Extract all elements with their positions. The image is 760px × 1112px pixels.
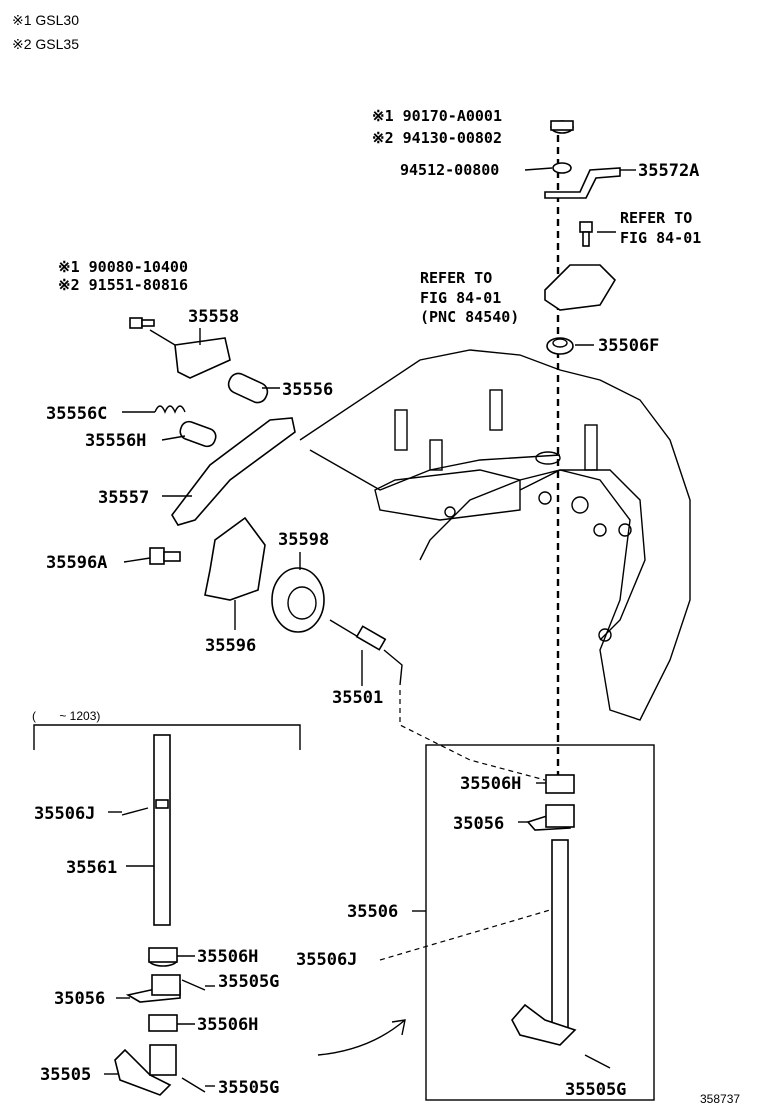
bush-35506H-left-a — [148, 947, 178, 967]
bush-35506H-left-b — [148, 1014, 178, 1032]
spring-35556C — [154, 405, 186, 414]
transmission-housing — [299, 349, 691, 721]
label-35056-right: 35056 — [453, 814, 504, 834]
bush-35506H-right — [545, 774, 575, 794]
seal-35506F — [546, 337, 574, 355]
sensor-35501 — [329, 619, 403, 686]
label-35506F: 35506F — [598, 336, 659, 356]
assembly-box — [425, 744, 655, 1101]
bolt-35596A — [149, 547, 181, 565]
label-35056-left: 35056 — [54, 989, 105, 1009]
washer-part — [552, 162, 572, 174]
cam-35598 — [271, 567, 325, 633]
label-35506J-right: 35506J — [296, 950, 357, 970]
shaft-35561 — [153, 734, 171, 926]
pin-35505G-left-a — [181, 979, 206, 991]
lever-35056-left — [125, 974, 181, 1003]
pin-35505G-left-b — [181, 1077, 206, 1093]
range-note: ( ~ 1203) — [32, 709, 100, 723]
label-bolt-2: ※2 91551-80816 — [58, 276, 188, 294]
lever-35572A — [544, 167, 621, 199]
label-nut-1: ※1 90170-A0001 — [372, 107, 502, 125]
neutral-switch — [544, 264, 617, 311]
label-35505: 35505 — [40, 1065, 91, 1085]
label-35506: 35506 — [347, 902, 398, 922]
figure-id: 358737 — [700, 1092, 740, 1106]
note-gsl30: ※1 GSL30 — [12, 12, 79, 28]
label-35506H-left-a: 35506H — [197, 947, 258, 967]
label-35557: 35557 — [98, 488, 149, 508]
leader-lines — [104, 167, 636, 1087]
pin-35506J-left — [121, 807, 149, 816]
label-35556C: 35556C — [46, 404, 107, 424]
label-refer1-b: FIG 84-01 — [620, 229, 701, 247]
label-35506H-left-b: 35506H — [197, 1015, 258, 1035]
label-35561: 35561 — [66, 858, 117, 878]
pin-35505G-right — [584, 1054, 611, 1069]
label-35506H-right: 35506H — [460, 774, 521, 794]
range-bracket — [33, 724, 301, 750]
shaft-35506 — [511, 839, 577, 1046]
leader-35506J — [379, 909, 551, 961]
bolt-90080 — [129, 317, 155, 329]
label-35598: 35598 — [278, 530, 329, 550]
lever-35505-left — [114, 1044, 177, 1096]
label-35596A: 35596A — [46, 553, 107, 573]
leader-35501 — [399, 690, 546, 781]
label-35596: 35596 — [205, 636, 256, 656]
note-gsl35: ※2 GSL35 — [12, 36, 79, 52]
label-35556: 35556 — [282, 380, 333, 400]
bolt-part — [579, 221, 593, 247]
nut-part — [550, 120, 574, 134]
label-refer2-b: FIG 84-01 — [420, 289, 501, 307]
label-35501: 35501 — [332, 688, 383, 708]
label-35505G-left-a: 35505G — [218, 972, 279, 992]
label-refer2-c: (PNC 84540) — [420, 308, 519, 326]
label-35572A: 35572A — [638, 161, 699, 181]
arrow — [317, 1019, 406, 1056]
label-washer: 94512-00800 — [400, 161, 499, 179]
label-35505G-left-b: 35505G — [218, 1078, 279, 1098]
label-35558: 35558 — [188, 307, 239, 327]
label-35505G-right: 35505G — [565, 1080, 626, 1100]
lever-35557 — [171, 417, 296, 526]
plate-35558 — [174, 337, 231, 379]
label-bolt-1: ※1 90080-10400 — [58, 258, 188, 276]
lever-35056-right — [526, 804, 575, 831]
label-35556H: 35556H — [85, 431, 146, 451]
plate-35596 — [204, 516, 266, 601]
label-refer2-a: REFER TO — [420, 269, 492, 287]
pin-35556 — [227, 372, 269, 404]
pin-35556H — [179, 420, 217, 448]
label-refer1-a: REFER TO — [620, 209, 692, 227]
label-35506J-left: 35506J — [34, 804, 95, 824]
label-nut-2: ※2 94130-00802 — [372, 129, 502, 147]
